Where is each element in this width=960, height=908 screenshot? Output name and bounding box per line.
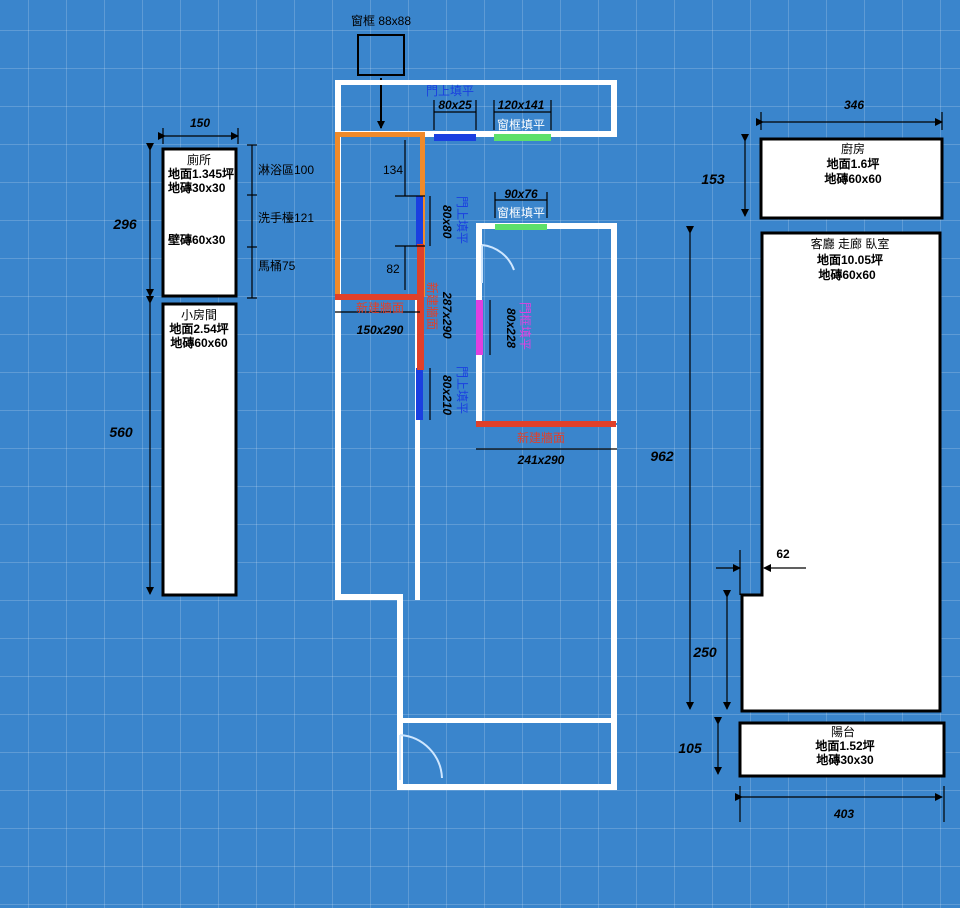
wall-left-outer [335, 80, 341, 600]
wall-mid-vertical [415, 300, 420, 600]
window-fill-label-2: 窗框填平 [497, 206, 545, 220]
new-wall-label-3: 新建牆面 [517, 430, 565, 445]
dim-403-label: 403 [833, 807, 854, 821]
small-room-floor: 地面2.54坪 [169, 321, 228, 336]
zone-toilet: 馬桶75 [258, 258, 296, 273]
kitchen-title: 廚房 [841, 141, 865, 156]
new-wall-2 [417, 244, 424, 370]
door-top-size-2: 80x80 [440, 205, 454, 239]
dim-134-label: 134 [383, 163, 403, 177]
window-frame-label: 窗框 88x88 [351, 14, 411, 28]
dim-82-label: 82 [386, 262, 400, 276]
wall-right-upper [611, 80, 617, 137]
door-top-fill-2 [416, 196, 423, 246]
balcony-tile: 地磚30x30 [816, 752, 874, 767]
window-frame-box [357, 34, 405, 76]
window-fill-2 [495, 224, 547, 230]
door-top-size-3: 80x210 [440, 375, 454, 415]
dim-296-label: 296 [112, 216, 137, 232]
wall-bottom-left [397, 594, 403, 789]
new-wall-label-1: 新建牆面 [356, 300, 404, 315]
zone-sink: 洗手檯121 [258, 211, 314, 225]
door-top-label-2: 門上填平 [455, 196, 469, 244]
dim-962-label: 962 [650, 448, 674, 464]
door-frame-fill [476, 300, 483, 355]
left-panel: 150 296 560 淋浴區100 洗手檯121 馬桶75 廁所 地面1.34… [109, 116, 314, 597]
new-wall-1 [335, 294, 423, 300]
bathroom-wall-tile: 壁磚60x30 [168, 232, 226, 247]
door-frame-size: 80x228 [504, 308, 518, 348]
dim-250-label: 250 [692, 644, 717, 660]
bathroom-wall-left [335, 137, 340, 297]
dim-62-label: 62 [776, 547, 790, 561]
small-room-title: 小房間 [181, 307, 217, 322]
wall-right-lower [611, 425, 617, 790]
window-fill-size-2: 90x76 [504, 187, 538, 201]
bathroom-floor: 地面1.345坪 [168, 166, 234, 181]
wall-inner-room-right [611, 223, 617, 423]
living-box [740, 231, 942, 713]
door-top-size-1: 80x25 [438, 98, 472, 112]
wall-bottom [397, 784, 617, 790]
wall-top [335, 80, 617, 85]
center-floor-plan: 窗框 88x88 [335, 14, 617, 790]
wall-balcony-top [403, 718, 617, 723]
balcony-floor: 地面1.52坪 [815, 738, 874, 753]
kitchen-tile: 地磚60x60 [824, 171, 882, 186]
door-swing-2 [399, 734, 443, 780]
door-top-fill-1 [434, 134, 476, 141]
bathroom-tile: 地磚30x30 [168, 180, 226, 195]
dim-346-label: 346 [844, 98, 864, 112]
bathroom-box [161, 147, 238, 298]
living-title: 客廳 走廊 臥室 [811, 236, 890, 251]
door-swing-1 [481, 244, 515, 283]
zone-shower: 淋浴區100 [258, 163, 314, 177]
balcony-title: 陽台 [831, 724, 855, 739]
new-wall-label-2: 新建牆面 [425, 282, 440, 330]
new-wall-size-3: 241x290 [517, 453, 565, 467]
living-tile: 地磚60x60 [818, 267, 876, 282]
door-top-label-3: 門上填平 [455, 366, 469, 414]
dim-150-label: 150 [190, 116, 210, 130]
right-panel: 346 153 962 62 250 105 403 廚房 地面1.6坪 地磚6… [650, 98, 946, 822]
new-wall-size-1: 150x290 [357, 323, 404, 337]
new-wall-size-2: 287x290 [440, 291, 454, 339]
window-fill-label-1: 窗框填平 [497, 118, 545, 132]
living-floor: 地面10.05坪 [817, 252, 883, 267]
kitchen-floor: 地面1.6坪 [827, 156, 880, 171]
window-fill-1 [494, 134, 551, 141]
bathroom-wall-top [335, 132, 425, 137]
window-fill-size-1: 120x141 [498, 98, 545, 112]
new-wall-3 [476, 421, 616, 427]
small-room-box [161, 302, 238, 597]
wall-left-bottom [335, 594, 400, 600]
door-top-fill-3 [416, 368, 423, 420]
dim-560-label: 560 [109, 424, 133, 440]
door-frame-label: 門框填平 [518, 302, 532, 350]
door-top-label-1: 門上填平 [426, 84, 474, 98]
dim-153-label: 153 [701, 171, 725, 187]
kitchen-box [759, 137, 944, 220]
small-room-tile: 地磚60x60 [170, 335, 228, 350]
dim-105-label: 105 [678, 740, 702, 756]
bathroom-title: 廁所 [187, 152, 211, 167]
balcony-box [738, 721, 946, 778]
